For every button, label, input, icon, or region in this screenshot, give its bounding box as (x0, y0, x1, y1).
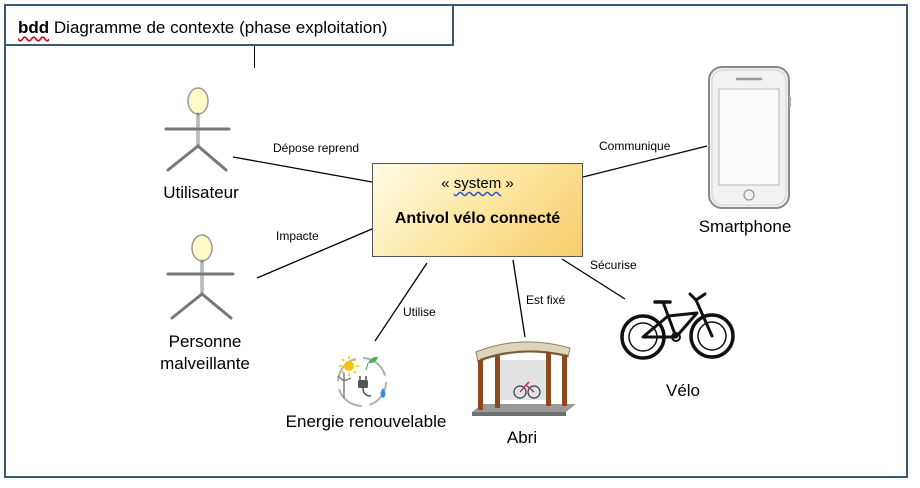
assoc-line-velo (561, 258, 626, 300)
assoc-label-fixe: Est fixé (526, 293, 566, 307)
assoc-line-utilisateur (232, 156, 373, 183)
assoc-label-securise: Sécurise (590, 258, 637, 272)
energie-icon (337, 356, 387, 407)
smartphone-label: Smartphone (698, 217, 792, 236)
energie-label: Energie renouvelable (285, 412, 447, 431)
diagram-header-tab: bdd Diagramme de contexte (phase exploit… (4, 4, 454, 46)
actor-utilisateur-figure (164, 87, 231, 172)
assoc-line-abri (512, 259, 526, 338)
abri-icon (472, 341, 576, 416)
abri-label: Abri (506, 428, 538, 447)
assoc-label-communique: Communique (599, 139, 671, 153)
assoc-line-smartphone (582, 145, 708, 178)
assoc-label-utilise: Utilise (403, 305, 436, 319)
assoc-line-energie (374, 262, 428, 342)
smartphone-icon (708, 66, 791, 209)
header-tick (254, 46, 255, 68)
velo-label: Vélo (665, 381, 701, 400)
system-stereotype: « system » (441, 175, 514, 192)
actor-personne-label-line2: malveillante (160, 354, 250, 373)
diagram-header: bdd Diagramme de contexte (phase exploit… (18, 18, 387, 38)
actor-utilisateur-label: Utilisateur (163, 183, 239, 202)
diagram-title: Diagramme de contexte (phase exploitatio… (53, 18, 388, 37)
system-name: Antivol vélo connecté (394, 210, 561, 227)
velo-icon (620, 292, 735, 360)
diagram-frame (4, 4, 908, 478)
diagram-kind: bdd (18, 18, 50, 37)
actor-personne-figure (166, 234, 235, 320)
assoc-label-depose: Dépose reprend (273, 141, 360, 155)
assoc-line-personne (256, 228, 373, 279)
system-block[interactable]: « system » Antivol vélo connecté (372, 163, 583, 257)
actor-personne-label-line1: Personne (168, 332, 242, 351)
assoc-label-impacte: Impacte (276, 229, 319, 243)
